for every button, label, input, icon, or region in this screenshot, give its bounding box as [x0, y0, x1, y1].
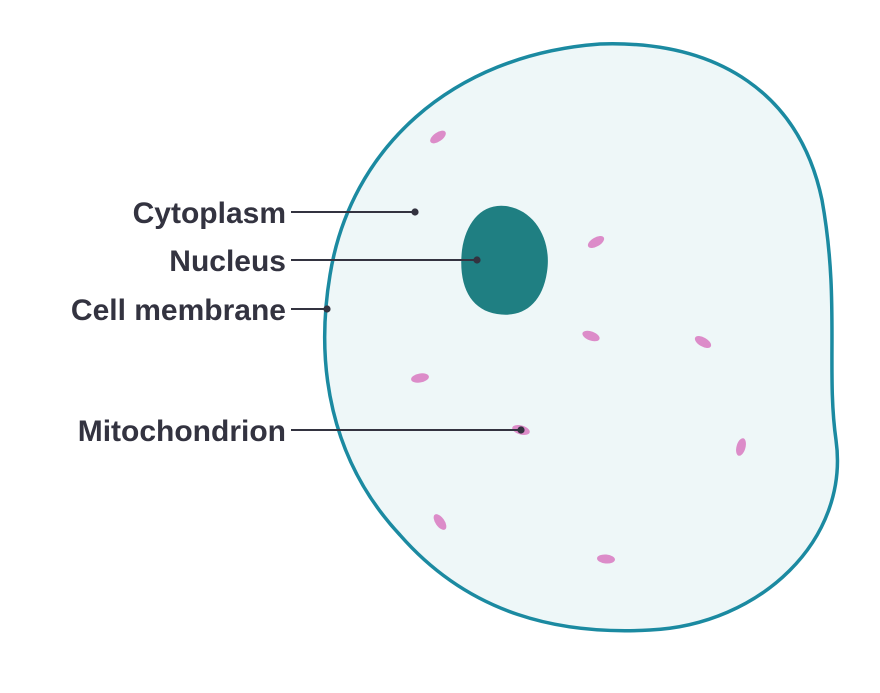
nucleus [461, 205, 548, 315]
labels: Cytoplasm Nucleus Cell membrane Mitochon… [71, 197, 286, 448]
mitochondrion [430, 130, 446, 144]
cell-membrane-pointer-dot [323, 305, 331, 313]
mitochondrion [582, 330, 600, 342]
mitochondrion [597, 554, 615, 564]
nucleus-pointer-dot [473, 256, 481, 264]
leader-dots [323, 208, 525, 434]
mitochondrion-pointer-dot [517, 426, 525, 434]
leader-lines [291, 211, 521, 431]
cell-membrane [322, 42, 840, 633]
cytoplasm-pointer-dot [411, 208, 419, 216]
mitochondrion-label: Mitochondrion [78, 415, 286, 448]
mitochondrion [411, 373, 429, 383]
mitochondrion [433, 514, 447, 530]
nucleus-label: Nucleus [169, 245, 286, 278]
mitochondria-group [411, 130, 746, 564]
cell-membrane-label: Cell membrane [71, 294, 286, 327]
mitochondrion [736, 438, 746, 456]
mitochondrion [694, 336, 712, 348]
cytoplasm-label: Cytoplasm [133, 197, 286, 230]
mitochondrion [587, 236, 605, 248]
